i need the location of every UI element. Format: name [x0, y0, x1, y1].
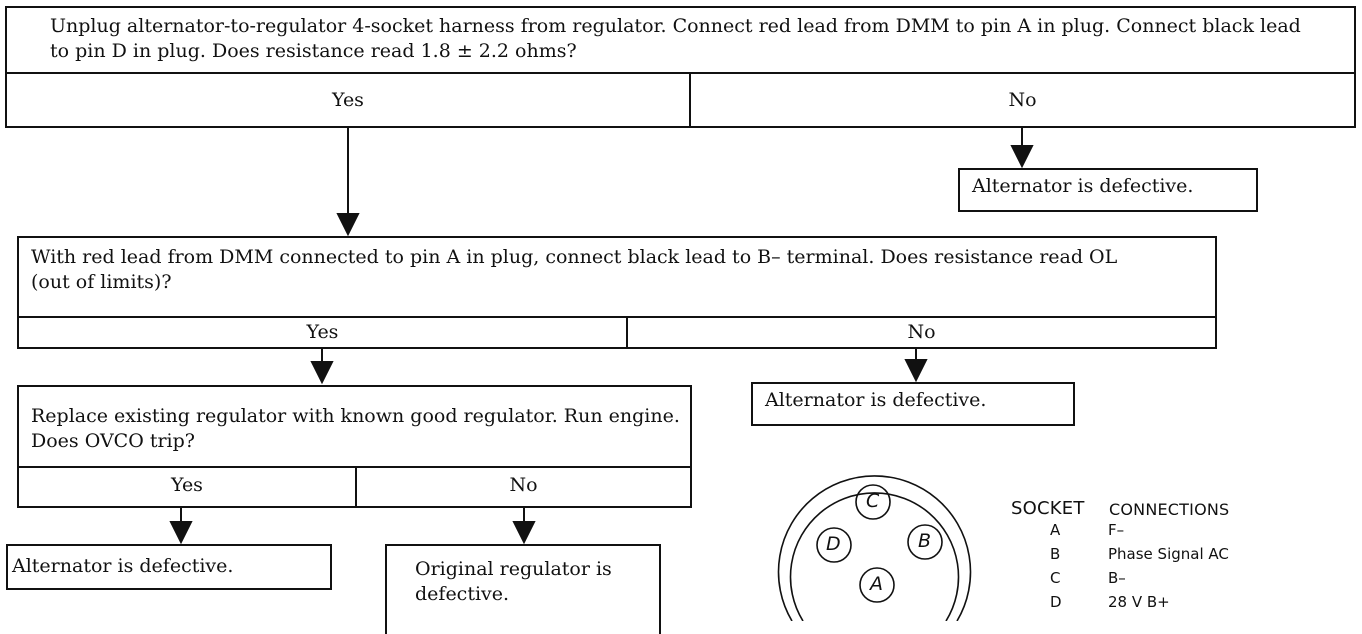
connector-outer-ring — [777, 475, 972, 621]
question-1-no-result-text: Alternator is defective. — [972, 175, 1194, 197]
question-2-no-result: Alternator is defective. — [751, 382, 1075, 426]
legend-signal-a: F– — [1108, 521, 1125, 539]
question-1-no-label: No — [1008, 89, 1037, 111]
question-3-text: Replace existing regulator with known go… — [31, 405, 680, 452]
question-3-no-result: Original regulator is defective. — [385, 544, 661, 634]
question-3-box: Replace existing regulator with known go… — [17, 385, 692, 508]
socket-a-label: A — [870, 573, 883, 595]
socket-b — [907, 524, 943, 560]
question-2-text: With red lead from DMM connected to pin … — [31, 246, 1118, 293]
legend-signal-d: 28 V B+ — [1108, 593, 1170, 611]
question-2-no-result-text: Alternator is defective. — [765, 389, 987, 411]
connector-diagram — [777, 475, 972, 621]
flow-arrows — [169, 126, 1034, 621]
socket-d-label: D — [826, 533, 841, 555]
question-1-no-result: Alternator is defective. — [958, 168, 1258, 212]
question-2-no-label: No — [907, 321, 936, 343]
question-3-no-result-text: Original regulator is defective. — [415, 558, 612, 605]
socket-c-label: C — [866, 490, 880, 512]
socket-c — [855, 484, 891, 520]
socket-d — [816, 527, 852, 563]
legend-pin-a: A — [1050, 521, 1061, 539]
question-3-no-label: No — [509, 474, 538, 496]
connector-inner-ring — [789, 492, 960, 621]
socket-b-label: B — [918, 530, 932, 552]
legend-signal-c: B– — [1108, 569, 1126, 587]
legend-pin-d: D — [1050, 593, 1062, 611]
question-2-box: With red lead from DMM connected to pin … — [17, 236, 1217, 349]
question-3-yes-result-text: Alternator is defective. — [12, 555, 234, 577]
question-3-yes-label: Yes — [171, 474, 203, 496]
question-1-text: Unplug alternator-to-regulator 4-socket … — [50, 15, 1301, 62]
legend-pin-c: C — [1050, 569, 1061, 587]
question-3-yes-result: Alternator is defective. — [6, 544, 332, 590]
question-1-box: Unplug alternator-to-regulator 4-socket … — [5, 6, 1356, 128]
question-1-yes-label: Yes — [332, 89, 364, 111]
legend-pin-b: B — [1050, 545, 1061, 563]
legend-signal-b: Phase Signal AC — [1108, 545, 1229, 563]
socket-a — [859, 567, 895, 603]
legend-title-socket: SOCKET — [1011, 498, 1085, 519]
legend-title-connections: CONNECTIONS — [1109, 500, 1230, 519]
question-2-yes-label: Yes — [306, 321, 339, 343]
